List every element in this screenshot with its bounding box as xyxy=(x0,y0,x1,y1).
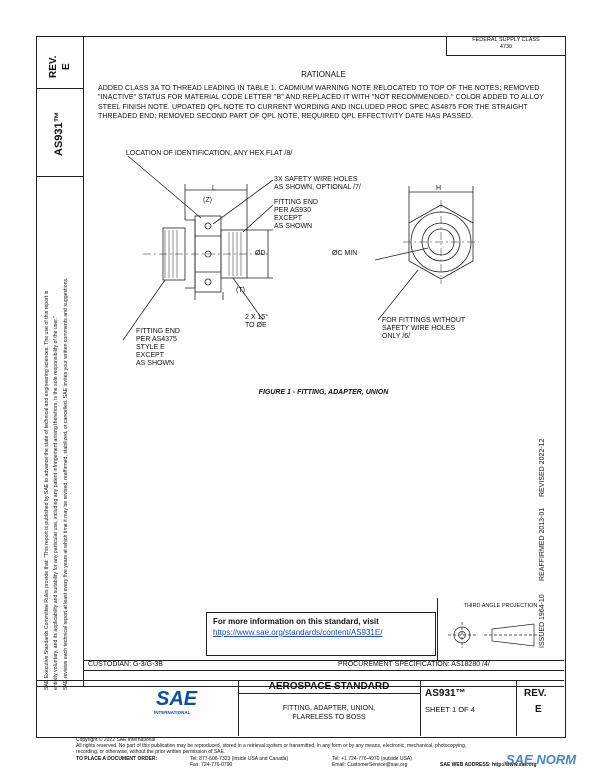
label-dim-L: L xyxy=(212,185,216,192)
label-dim-D: ØD xyxy=(255,250,266,257)
label-fitting-end-b2: PER AS4375 xyxy=(136,336,177,343)
federal-class-number: 4730 xyxy=(499,44,513,50)
title-divider-1 xyxy=(238,680,239,736)
copyright-line-1: Copyright © 2022 SAE International xyxy=(76,737,156,743)
custodian: CUSTODIAN: G-3/G-3B xyxy=(88,661,163,668)
title-divider-3 xyxy=(516,680,517,736)
safety-wire-hole-top xyxy=(204,222,212,230)
label-fitting-end-3: EXCEPT xyxy=(274,215,303,222)
rev-box: REV. E xyxy=(36,36,83,89)
label-dim-H: H xyxy=(436,185,442,192)
footer-rev-label: REV. xyxy=(524,688,547,699)
standard-link[interactable]: https://www.sae.org/standards/content/AS… xyxy=(213,628,383,637)
info-title: For more information on this standard, v… xyxy=(213,617,379,626)
doc-number: AS931™ xyxy=(53,111,65,156)
info-box: For more information on this standard, v… xyxy=(206,612,436,656)
sheet-number: SHEET 1 OF 4 xyxy=(425,705,475,714)
doc-number-box: AS931™ xyxy=(36,88,83,177)
rationale-title: RATIONALE xyxy=(301,70,346,79)
page-frame xyxy=(36,36,566,738)
web-address[interactable]: SAE WEB ADDRESS: http://www.sae.org xyxy=(440,762,537,768)
title-block-top-line xyxy=(36,680,564,681)
copyright-line-2: All rights reserved. No part of this pub… xyxy=(76,743,467,750)
email[interactable]: Email: CustomerService@sae.org xyxy=(332,762,408,768)
std-title-underline xyxy=(238,693,420,694)
sae-logo: SAE xyxy=(156,688,198,710)
projection-title: THIRD ANGLE PROJECTION xyxy=(463,603,538,609)
rev-value: E xyxy=(61,63,72,70)
label-fitting-end-2: PER AS930 xyxy=(274,207,311,214)
footer-rev-value: E xyxy=(535,704,542,715)
side-note-2: entirely voluntary, and its applicabilit… xyxy=(53,316,59,690)
copyright-line-3: recording, or otherwise, without the pri… xyxy=(76,749,226,756)
standard-subtitle-1: FITTING, ADAPTER, UNION, xyxy=(282,705,376,712)
label-chamfer-1: 2 X 15° xyxy=(245,314,269,321)
standard-title: AEROSPACE STANDARD xyxy=(268,681,390,692)
federal-supply-class-box: FEDERAL SUPPLY CLASS 4730 xyxy=(446,36,565,56)
watermark: SAE NORM xyxy=(506,752,577,767)
safety-wire-hole-bottom xyxy=(204,278,212,286)
label-fitting-end-b5: AS SHOWN xyxy=(136,360,175,367)
footer-doc-number: AS931™ xyxy=(425,688,466,699)
label-chamfer-2: TO ØE xyxy=(245,322,267,329)
projection-divider xyxy=(437,598,438,660)
label-dim-C: ØC MIN xyxy=(332,250,358,257)
projection-symbol xyxy=(448,622,540,648)
side-note-3: SAE reviews each technical report at lea… xyxy=(63,277,69,691)
rev-label: REV. xyxy=(48,55,59,78)
order-label: TO PLACE A DOCUMENT ORDER: xyxy=(76,756,158,762)
procurement-spec: PROCUREMENT SPECIFICATION: AS18280 /4/ xyxy=(338,661,490,668)
left-margin-line xyxy=(83,36,84,686)
label-dim-Z: (Z) xyxy=(203,197,212,204)
rationale-body: ADDED CLASS 3A TO THREAD LEADING IN TABL… xyxy=(98,85,544,121)
phone-usa: Tel: 877-606-7323 (inside USA and Canada… xyxy=(190,756,289,762)
phone-intl: Tel: +1 724-776-4970 (outside USA) xyxy=(332,756,412,762)
title-block-bottom-line xyxy=(36,686,564,687)
date-revised: REVISED 2022-12 xyxy=(539,438,546,497)
figure-caption: FIGURE 1 - FITTING, ADAPTER, UNION xyxy=(258,389,389,396)
figure-drawing xyxy=(122,155,479,341)
sae-logo-sub: INTERNATIONAL xyxy=(154,710,191,715)
federal-class-label: FEDERAL SUPPLY CLASS xyxy=(472,37,540,43)
custodian-top-line xyxy=(83,660,564,661)
label-location-identification: LOCATION OF IDENTIFICATION, ANY HEX FLAT… xyxy=(126,150,293,157)
fax: Fax: 724-776-0790 xyxy=(190,762,233,768)
label-fitting-end-b1: FITTING END xyxy=(136,328,180,335)
title-divider-2 xyxy=(420,680,421,736)
label-safety-wire-2: AS SHOWN, OPTIONAL /7/ xyxy=(274,184,361,191)
copyright-block: Copyright © 2022 SAE International All r… xyxy=(76,737,596,756)
label-fitting-end-4: AS SHOWN xyxy=(274,223,313,230)
label-fitting-end-b4: EXCEPT xyxy=(136,352,165,359)
label-no-holes-2: SAFETY WIRE HOLES xyxy=(382,325,455,332)
label-no-holes-3: ONLY /6/ xyxy=(382,333,411,340)
custodian-bottom-line xyxy=(83,670,564,671)
label-fitting-end-1: FITTING END xyxy=(274,199,318,206)
label-dim-T: (T) xyxy=(236,287,245,294)
standard-subtitle-2: FLARELESS TO BOSS xyxy=(292,714,366,721)
date-reaffirmed: REAFFIRMED 2013-01 xyxy=(539,507,546,581)
label-safety-wire-1: 3X SAFETY WIRE HOLES xyxy=(274,176,358,183)
label-no-holes-1: FOR FITTINGS WITHOUT xyxy=(382,317,466,324)
label-fitting-end-b3: STYLE E xyxy=(136,344,165,351)
side-note-1: SAE Executive Standards Committee Rules … xyxy=(44,290,50,690)
